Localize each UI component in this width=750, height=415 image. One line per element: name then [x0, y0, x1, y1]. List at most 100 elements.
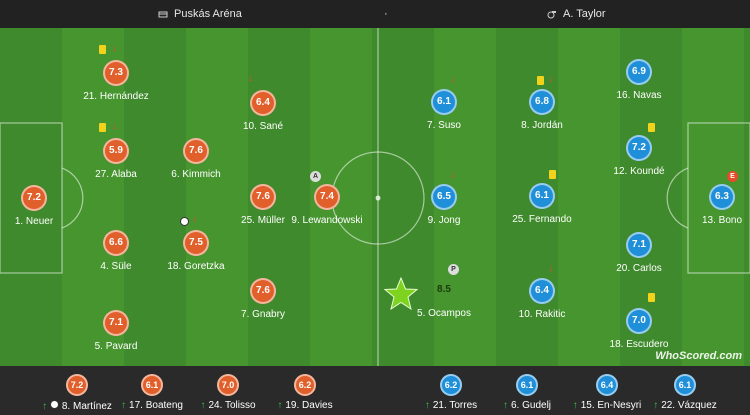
player-name: 21. Torres [432, 400, 478, 411]
home-player-alaba[interactable]: ↓ 5.9 27. Alaba [56, 121, 176, 180]
player-name: 22. Vázquez [661, 400, 717, 411]
sub-off-arrow-icon: ↓ [192, 213, 197, 224]
home-player-hernandez[interactable]: ↓ 7.3 21. Hernández [56, 43, 176, 102]
sub-on-arrow-icon: ↑ [653, 400, 659, 411]
rating-badge: 7.0 [217, 374, 239, 396]
rating-badge: 6.4 [596, 374, 618, 396]
sub-on-arrow-icon: ↑ [502, 400, 508, 411]
home-player-lewandowski[interactable]: A 7.4 9. Lewandowski [267, 171, 387, 226]
player-name: 5. Ocampos [417, 308, 471, 319]
away-player-jordan[interactable]: ↓ 6.8 8. Jordán [482, 74, 602, 131]
rating-badge: 6.9 [626, 59, 652, 85]
home-player-sule[interactable]: 6.6 4. Süle [56, 230, 176, 272]
yellow-card-icon [549, 170, 556, 179]
away-player-jong[interactable]: ↓ 6.5 9. Jong [384, 169, 504, 226]
home-player-muller[interactable]: 7.6 25. Müller [203, 184, 323, 226]
rating-badge: 7.2 [66, 374, 88, 396]
rating-badge: 7.4 [314, 184, 340, 210]
home-player-pavard[interactable]: 7.1 5. Pavard [56, 310, 176, 352]
away-sub-torres[interactable]: 6.2 ↑21. Torres [406, 374, 496, 411]
player-name: 18. Escudero [609, 339, 669, 350]
away-player-fernando[interactable]: 6.1 25. Fernando [482, 170, 602, 225]
rating-badge: 7.2 [626, 135, 652, 161]
rating-badge: 7.6 [250, 184, 276, 210]
match-info-bar: Puskás Aréna · A. Taylor [0, 0, 750, 28]
player-name: 1. Neuer [14, 216, 54, 227]
rating-badge: 7.5 [183, 230, 209, 256]
home-sub-boateng[interactable]: 6.1 ↑17. Boateng [107, 374, 197, 411]
away-player-escudero[interactable]: 7.0 18. Escudero [579, 293, 699, 350]
home-player-goretzka[interactable]: ↓ 7.5 18. Goretzka [136, 213, 256, 272]
rating-badge: 6.1 [431, 89, 457, 115]
player-name: 7. Suso [427, 120, 461, 131]
rating-badge: 7.1 [626, 232, 652, 258]
venue-name: Puskás Aréna [174, 8, 242, 20]
player-name: 19. Davies [285, 400, 333, 411]
sub-on-arrow-icon: ↑ [121, 400, 127, 411]
player-name: 9. Jong [427, 215, 461, 226]
rating-badge: 6.4 [529, 278, 555, 304]
rating-badge: 7.3 [103, 60, 129, 86]
away-sub-gudelj[interactable]: 6.1 ↑6. Gudelj [482, 374, 572, 411]
away-player-suso[interactable]: ↓ 6.1 7. Suso [384, 74, 504, 131]
sub-off-arrow-icon: ↓ [248, 73, 253, 84]
referee: A. Taylor [547, 8, 606, 20]
pitch: 7.2 1. Neuer ↓ 7.3 21. Hernández ↓ 5.9 2… [0, 28, 750, 366]
player-name: 10. Rakitic [518, 309, 566, 320]
away-sub-vazquez[interactable]: 6.1 ↑22. Vázquez [640, 374, 730, 411]
player-name: 8. Martínez [61, 401, 112, 412]
sub-off-arrow-icon: ↓ [450, 169, 455, 180]
rating-badge: 6.6 [103, 230, 129, 256]
home-player-neuer[interactable]: 7.2 1. Neuer [0, 185, 94, 227]
player-name: 25. Müller [241, 215, 285, 226]
rating-badge: 6.8 [529, 89, 555, 115]
player-name: 25. Fernando [512, 214, 572, 225]
sub-on-arrow-icon: ↑ [42, 401, 48, 412]
yellow-card-icon [99, 123, 106, 132]
rating-badge: 7.1 [103, 310, 129, 336]
goal-ball-icon [180, 217, 189, 226]
sub-on-arrow-icon: ↑ [572, 400, 578, 411]
rating-badge: 6.1 [516, 374, 538, 396]
sub-off-arrow-icon: ↓ [548, 263, 553, 274]
sub-off-arrow-icon: ↓ [112, 43, 117, 54]
player-name: 10. Sané [242, 121, 284, 132]
home-sub-davies[interactable]: 6.2 ↑19. Davies [260, 374, 350, 411]
rating-badge: 8.5 [437, 284, 451, 295]
sub-on-arrow-icon: ↑ [200, 400, 206, 411]
player-name: 5. Pavard [94, 341, 138, 352]
home-player-kimmich[interactable]: 7.6 6. Kimmich [136, 138, 256, 180]
rating-badge: 6.1 [529, 183, 555, 209]
player-name: 15. En-Nesyri [580, 400, 642, 411]
referee-name: A. Taylor [563, 8, 606, 20]
yellow-card-icon [648, 123, 655, 132]
away-player-navas[interactable]: 6.9 16. Navas [579, 59, 699, 101]
sub-off-arrow-icon: ↓ [112, 121, 117, 132]
away-player-rakitic[interactable]: ↓ 6.4 10. Rakitic [482, 263, 602, 320]
man-of-the-match-star-icon [384, 277, 418, 311]
player-name: 17. Boateng [129, 400, 183, 411]
player-name: 8. Jordán [521, 120, 563, 131]
away-sub-en-nesyri[interactable]: 6.4 ↑15. En-Nesyri [562, 374, 652, 411]
rating-badge: 6.5 [431, 184, 457, 210]
rating-badge: 6.1 [141, 374, 163, 396]
home-sub-martinez[interactable]: 7.2 ↑ 8. Martínez [32, 374, 122, 412]
away-player-kounde[interactable]: 7.2 12. Koundé [579, 123, 699, 177]
away-player-ocampos[interactable]: P 8.5 5. Ocampos [384, 264, 504, 319]
home-sub-tolisso[interactable]: 7.0 ↑24. Tolisso [183, 374, 273, 411]
player-name: 7. Gnabry [241, 309, 285, 320]
player-name: 21. Hernández [83, 91, 149, 102]
player-name: 4. Süle [100, 261, 132, 272]
home-player-sane[interactable]: ↓ 6.4 10. Sané [203, 73, 323, 132]
away-player-bono[interactable]: E 6.3 13. Bono [662, 171, 750, 226]
sub-off-arrow-icon: ↓ [450, 74, 455, 85]
rating-badge: 6.2 [294, 374, 316, 396]
rating-badge: 7.6 [183, 138, 209, 164]
player-name: 16. Navas [616, 90, 662, 101]
away-player-carlos[interactable]: 7.1 20. Carlos [579, 232, 699, 274]
goal-ball-icon [50, 400, 60, 409]
yellow-card-icon [537, 76, 544, 85]
home-player-gnabry[interactable]: 7.6 7. Gnabry [203, 278, 323, 320]
rating-badge: 7.0 [626, 308, 652, 334]
rating-badge: 7.6 [250, 278, 276, 304]
